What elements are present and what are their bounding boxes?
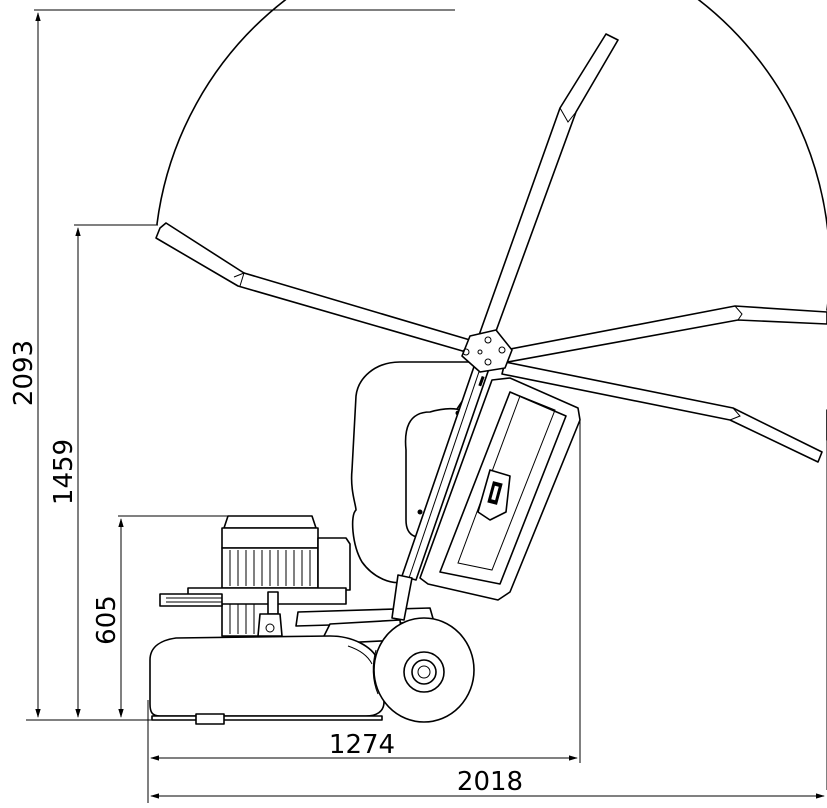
chassis [159, 587, 435, 645]
label-body-length: 1274 [329, 730, 395, 760]
handle-position-right-lower [501, 361, 823, 463]
lower-handle-tube [391, 574, 413, 621]
label-handle-height: 1459 [49, 439, 79, 505]
label-motor-height: 605 [92, 595, 122, 645]
handle-position-left [155, 222, 471, 353]
motor-terminal-box [317, 537, 351, 591]
power-socket [477, 469, 511, 521]
dimension-lines [26, 9, 827, 803]
handle-position-up [477, 33, 619, 343]
clamp-block [257, 613, 283, 637]
label-total-height: 2093 [9, 340, 39, 406]
front-bracket [159, 593, 223, 607]
grinding-head [149, 635, 385, 725]
handle-position-right-upper [504, 305, 827, 363]
clamp-bolt [267, 591, 279, 615]
motor-cap [223, 515, 317, 529]
base-housing [149, 635, 385, 717]
grinding-disc [151, 715, 383, 721]
transport-wheel [372, 617, 475, 723]
handle-frame [401, 329, 581, 601]
base-foot [195, 713, 225, 725]
handle-swing-arc [156, 0, 827, 311]
label-total-length: 2018 [457, 767, 523, 797]
handle-pivot-hub [461, 329, 513, 373]
motor-top [221, 527, 319, 549]
